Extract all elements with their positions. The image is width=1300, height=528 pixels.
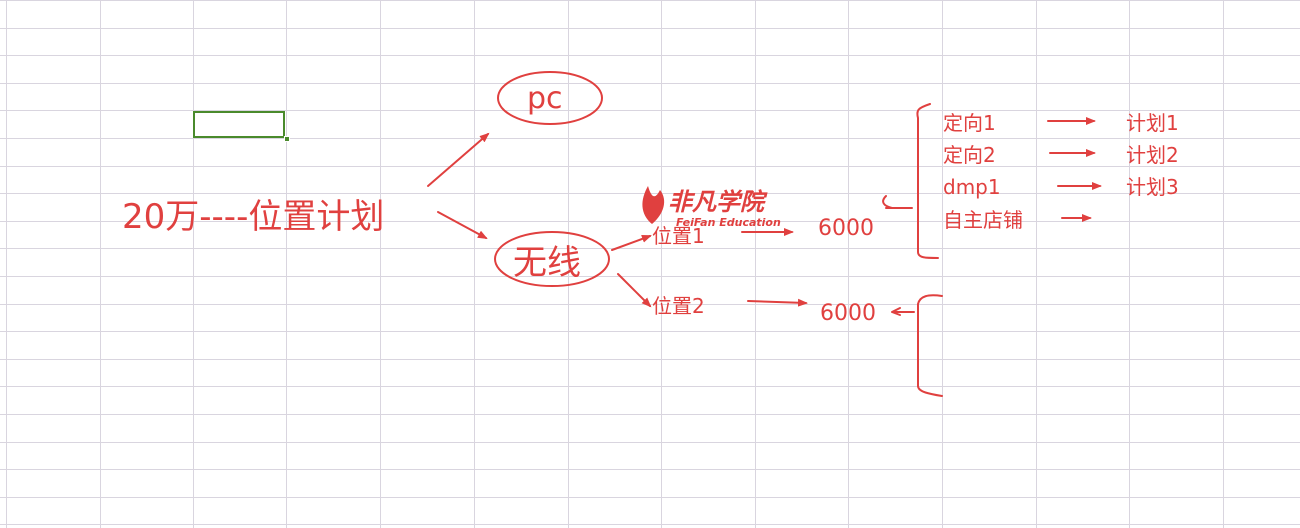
plan-1: 计划1 bbox=[1126, 111, 1179, 135]
arrow-to-position2 bbox=[617, 273, 652, 308]
target-3: dmp1 bbox=[943, 175, 1001, 199]
pc-ellipse bbox=[497, 71, 603, 125]
position1-label: 位置1 bbox=[652, 224, 705, 248]
watermark-sub: FeiFan Education bbox=[676, 216, 781, 229]
arrow-to-wireless bbox=[437, 211, 488, 239]
brace-2 bbox=[917, 294, 943, 397]
arrow-to-position1 bbox=[611, 235, 652, 251]
fill-handle[interactable] bbox=[284, 136, 290, 142]
selected-cell[interactable] bbox=[193, 111, 285, 138]
arrow-position2-amount bbox=[747, 298, 808, 307]
amount1-label: 6000 bbox=[818, 216, 874, 241]
watermark-brand: 非凡学院 bbox=[668, 188, 768, 216]
flame-icon bbox=[642, 186, 665, 224]
back-arrow-2 bbox=[891, 307, 915, 316]
amount2-label: 6000 bbox=[820, 301, 876, 326]
budget-label: 20万----位置计划 bbox=[122, 197, 384, 237]
plan-2: 计划2 bbox=[1126, 143, 1179, 167]
wireless-ellipse bbox=[494, 231, 610, 287]
target-4: 自主店铺 bbox=[943, 208, 1023, 232]
back-arrow-1 bbox=[882, 195, 913, 209]
position2-label: 位置2 bbox=[652, 294, 705, 318]
plan-3: 计划3 bbox=[1126, 175, 1179, 199]
wireless-label: 无线 bbox=[513, 243, 581, 283]
pc-label: pc bbox=[527, 81, 563, 116]
feifan-watermark: 非凡学院 FeiFan Education bbox=[642, 186, 781, 229]
target-2: 定向2 bbox=[943, 143, 996, 167]
arrow-to-pc bbox=[427, 132, 490, 187]
brace-1 bbox=[916, 103, 939, 259]
target-1: 定向1 bbox=[943, 111, 996, 135]
